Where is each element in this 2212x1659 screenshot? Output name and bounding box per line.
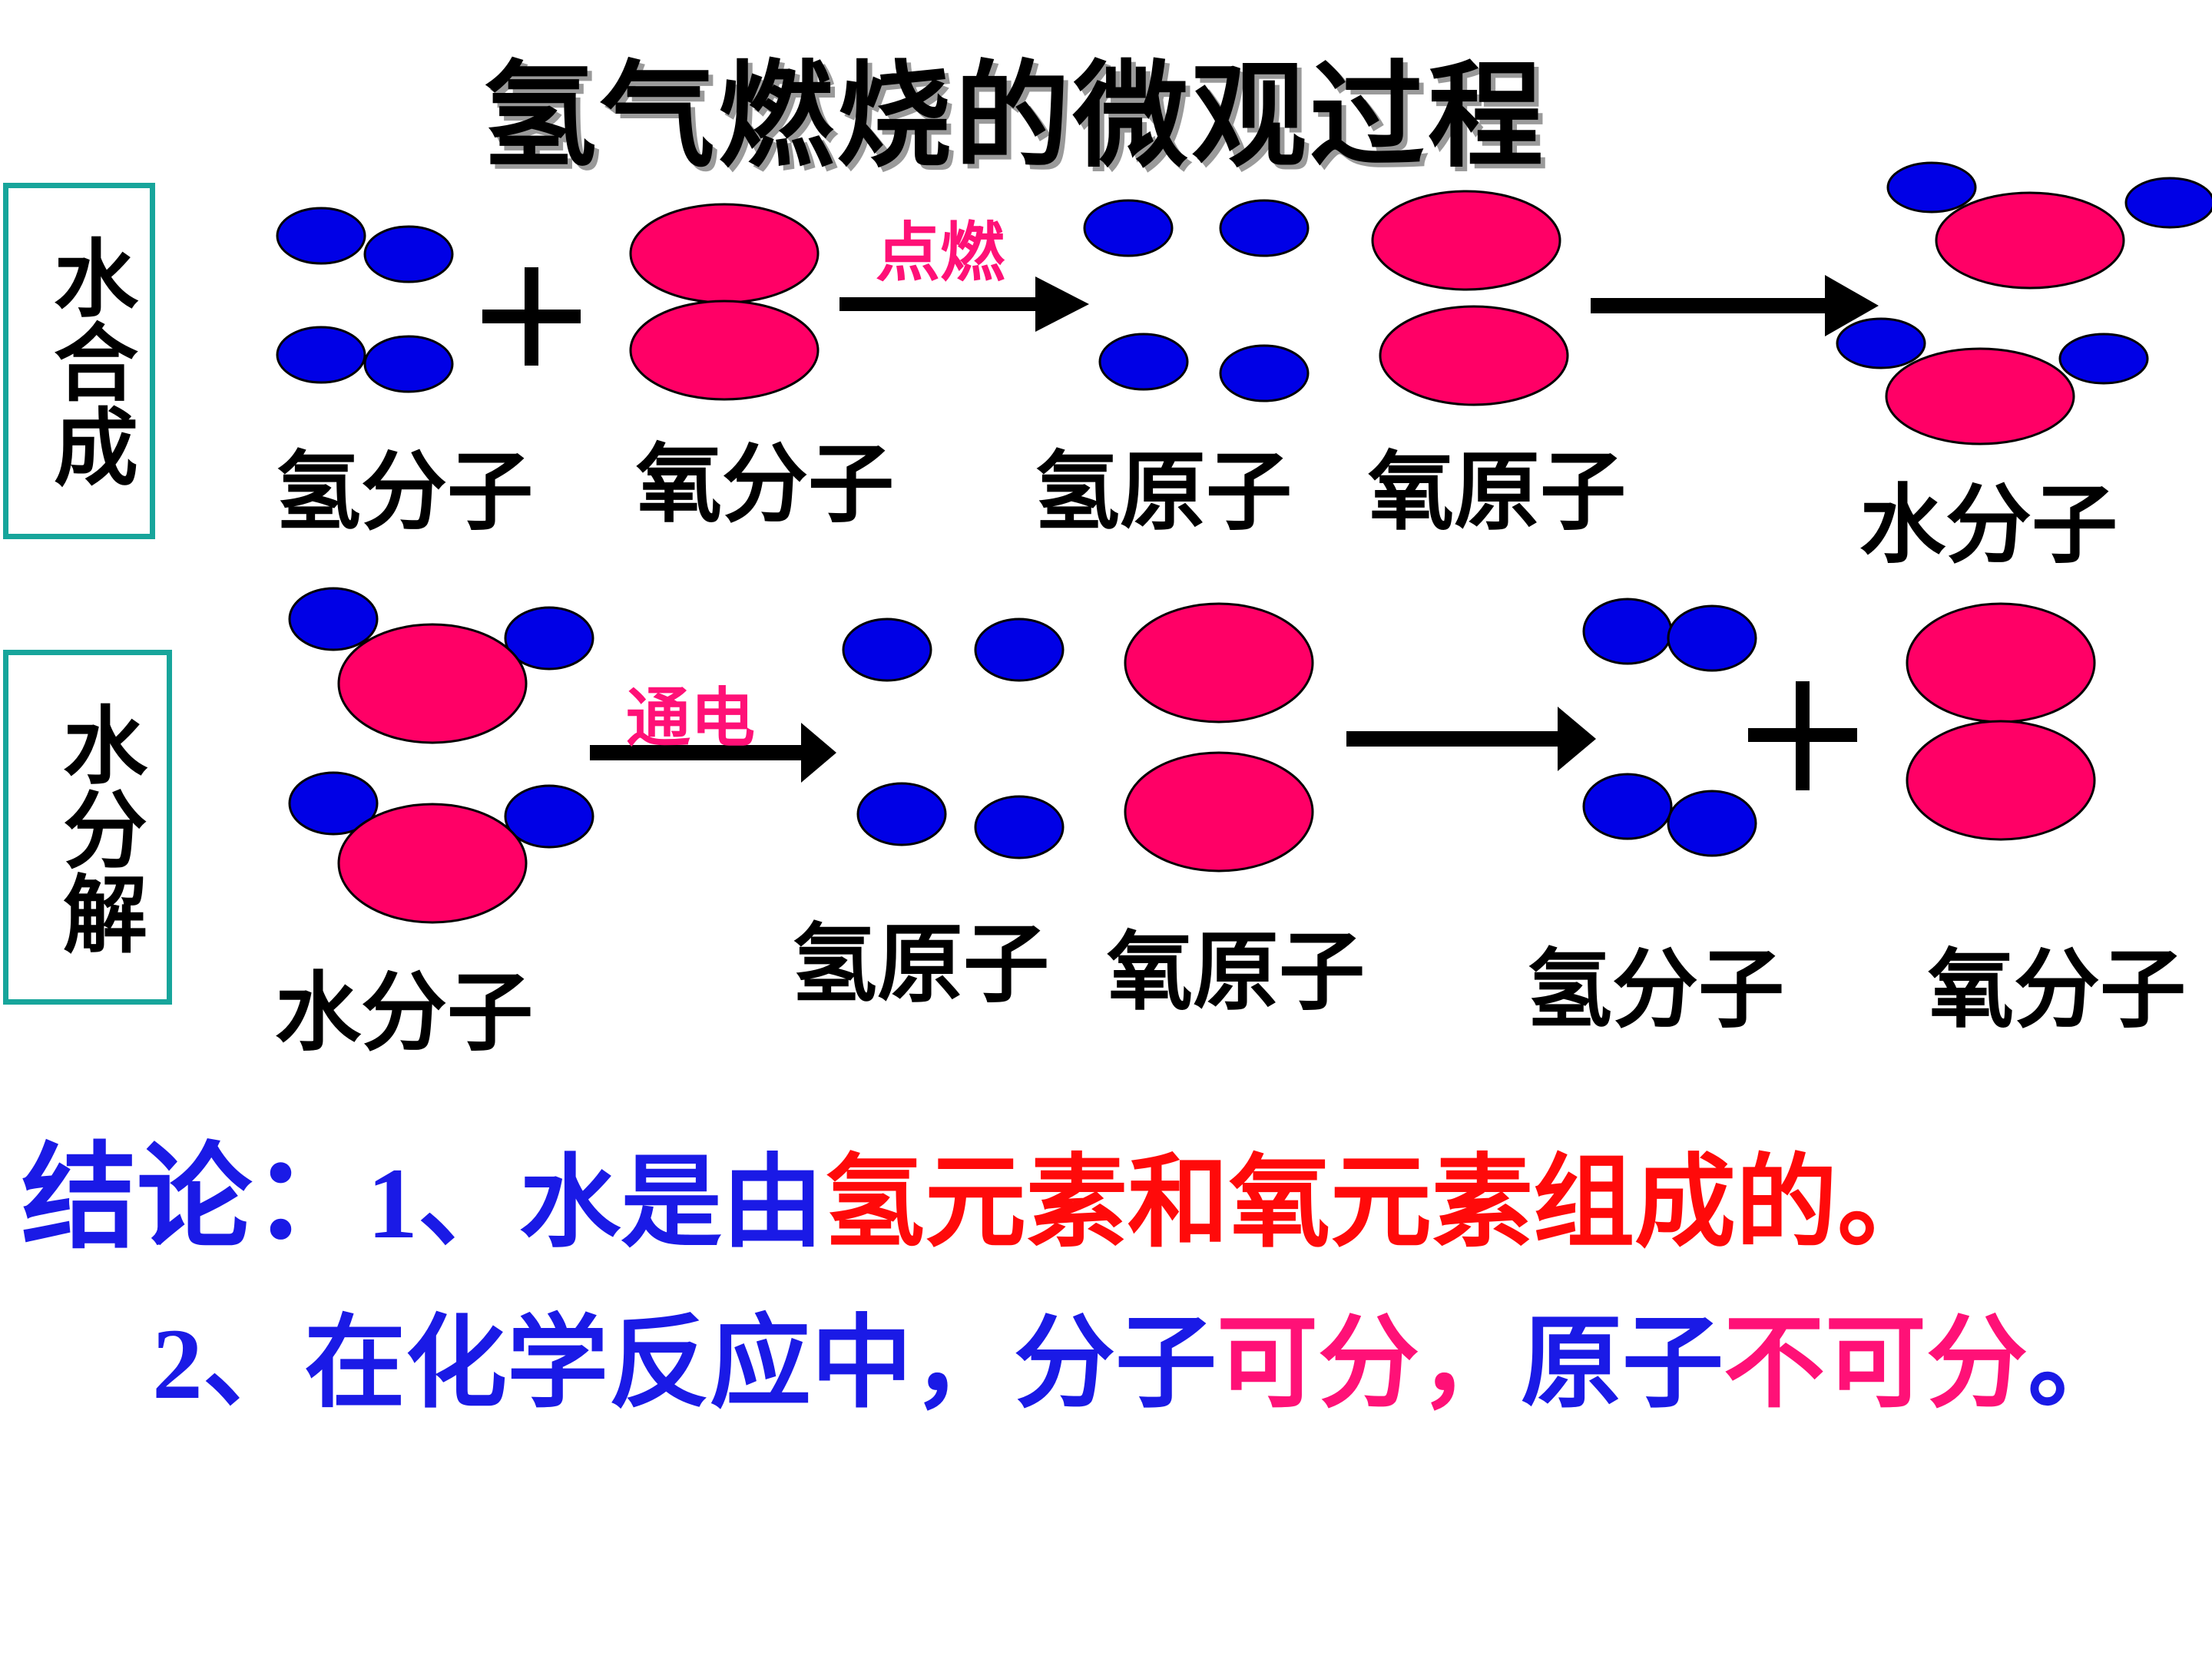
conclusion-1-red: 氢元素和氧元素组成的。 bbox=[823, 1144, 1939, 1262]
synthesis-oxygen-molecule bbox=[629, 203, 820, 401]
conclusion-line-2: 2、在化学反应中，分子可分，原子不可分。 bbox=[152, 1281, 2129, 1428]
hydrogen-atom bbox=[288, 771, 379, 836]
oxygen-atom bbox=[1935, 191, 2125, 290]
conclusion-prefix: 结论： bbox=[22, 1131, 368, 1265]
hydrogen-atom bbox=[2124, 177, 2212, 229]
conclusion-line-1: 结论：1、水是由氢元素和氧元素组成的。 bbox=[22, 1104, 1939, 1271]
oxygen-atom bbox=[1906, 602, 2096, 724]
synthesis-box: 水合成 bbox=[3, 183, 155, 539]
synthesis-condition: 点燃 bbox=[876, 215, 1005, 290]
hydrogen-atom bbox=[1098, 333, 1189, 391]
synthesis-hydrogen-atoms bbox=[1083, 199, 1310, 402]
synthesis-arrow-1 bbox=[839, 276, 1089, 332]
oxygen-atom bbox=[337, 803, 528, 924]
decomposition-oxygen-molecule bbox=[1906, 602, 2096, 841]
conclusion-2-pink-2: 不可分 bbox=[1724, 1304, 2028, 1422]
hydrogen-atom bbox=[1582, 598, 1673, 665]
oxygen-atom bbox=[629, 300, 820, 401]
hydrogen-atom bbox=[974, 795, 1065, 859]
synthesis-arrow-2 bbox=[1591, 275, 1879, 336]
synthesis-side-label: 水合成 bbox=[39, 234, 137, 488]
oxygen-atom bbox=[629, 203, 820, 304]
decomposition-label-hydrogen-atom: 氢原子 bbox=[791, 915, 1049, 1015]
hydrogen-atom bbox=[1219, 199, 1310, 257]
decomposition-side-label: 水分解 bbox=[48, 701, 147, 955]
hydrogen-atom bbox=[842, 618, 932, 682]
conclusion-2-blue-3: 原子 bbox=[1521, 1304, 1724, 1422]
decomposition-label-hydrogen-molecule: 氢分子 bbox=[1526, 940, 1784, 1040]
decomposition-hydrogen-atoms bbox=[842, 618, 1065, 859]
hydrogen-atom bbox=[1886, 161, 1977, 214]
conclusion-1-number: 1、 bbox=[367, 1147, 520, 1260]
hydrogen-atom bbox=[276, 326, 366, 384]
synthesis-oxygen-atoms bbox=[1371, 190, 1569, 406]
decomposition-oxygen-atoms bbox=[1124, 602, 1314, 873]
hydrogen-atom bbox=[363, 225, 454, 283]
synthesis-plus-sign bbox=[482, 267, 581, 366]
decomposition-arrow-2 bbox=[1346, 707, 1596, 771]
hydrogen-atom bbox=[856, 782, 947, 846]
decomposition-label-oxygen-atom: 氧原子 bbox=[1107, 922, 1365, 1022]
synthesis-label-hydrogen-molecule: 氢分子 bbox=[275, 442, 533, 542]
hydrogen-atom bbox=[1582, 773, 1673, 840]
hydrogen-atom bbox=[1219, 344, 1310, 402]
conclusion-2-blue-1: 在化学反应中， bbox=[304, 1304, 1014, 1422]
conclusion-1-blue: 水是由 bbox=[519, 1144, 824, 1262]
decomposition-arrow-1 bbox=[590, 723, 836, 783]
hydrogen-atom bbox=[504, 784, 594, 849]
hydrogen-atom bbox=[1836, 317, 1926, 369]
decomposition-water-molecules bbox=[288, 587, 594, 924]
oxygen-atom bbox=[1371, 190, 1561, 291]
hydrogen-atom bbox=[1667, 790, 1757, 857]
hydrogen-atom bbox=[974, 618, 1065, 682]
decomposition-label-oxygen-molecule: 氧分子 bbox=[1928, 940, 2186, 1040]
synthesis-hydrogen-molecules bbox=[276, 207, 454, 393]
conclusion-2-end: 。 bbox=[2028, 1304, 2129, 1422]
synthesis-label-oxygen-molecule: 氧分子 bbox=[636, 435, 894, 535]
conclusion-2-pink-1: 可分， bbox=[1217, 1304, 1521, 1422]
hydrogen-atom bbox=[504, 606, 594, 671]
oxygen-atom bbox=[1906, 720, 2096, 841]
decomposition-condition: 通电 bbox=[626, 680, 756, 756]
synthesis-label-oxygen-atom: 氧原子 bbox=[1368, 442, 1626, 542]
oxygen-atom bbox=[1885, 347, 2075, 445]
hydrogen-atom bbox=[276, 207, 366, 265]
decomposition-box: 水分解 bbox=[3, 650, 172, 1005]
hydrogen-atom bbox=[363, 335, 454, 393]
hydrogen-atom bbox=[288, 587, 379, 651]
hydrogen-atom bbox=[1667, 604, 1757, 672]
synthesis-water-molecules bbox=[1836, 161, 2212, 445]
oxygen-atom bbox=[1124, 751, 1314, 873]
hydrogen-atom bbox=[1083, 199, 1174, 257]
decomposition-hydrogen-molecules bbox=[1582, 598, 1757, 857]
synthesis-label-water-molecule: 水分子 bbox=[1859, 475, 2118, 575]
page-title: 氢气燃烧的微观过程 bbox=[481, 50, 1546, 184]
hydrogen-atom bbox=[2058, 333, 2149, 385]
conclusion-2-number: 2、 bbox=[152, 1307, 304, 1420]
conclusion-2-blue-2: 分子 bbox=[1014, 1304, 1217, 1422]
oxygen-atom bbox=[1379, 305, 1569, 406]
decomposition-label-water-molecule: 水分子 bbox=[275, 963, 533, 1063]
oxygen-atom bbox=[1124, 602, 1314, 724]
oxygen-atom bbox=[337, 623, 528, 744]
synthesis-label-hydrogen-atom: 氢原子 bbox=[1034, 442, 1292, 542]
decomposition-plus-sign bbox=[1748, 681, 1857, 790]
